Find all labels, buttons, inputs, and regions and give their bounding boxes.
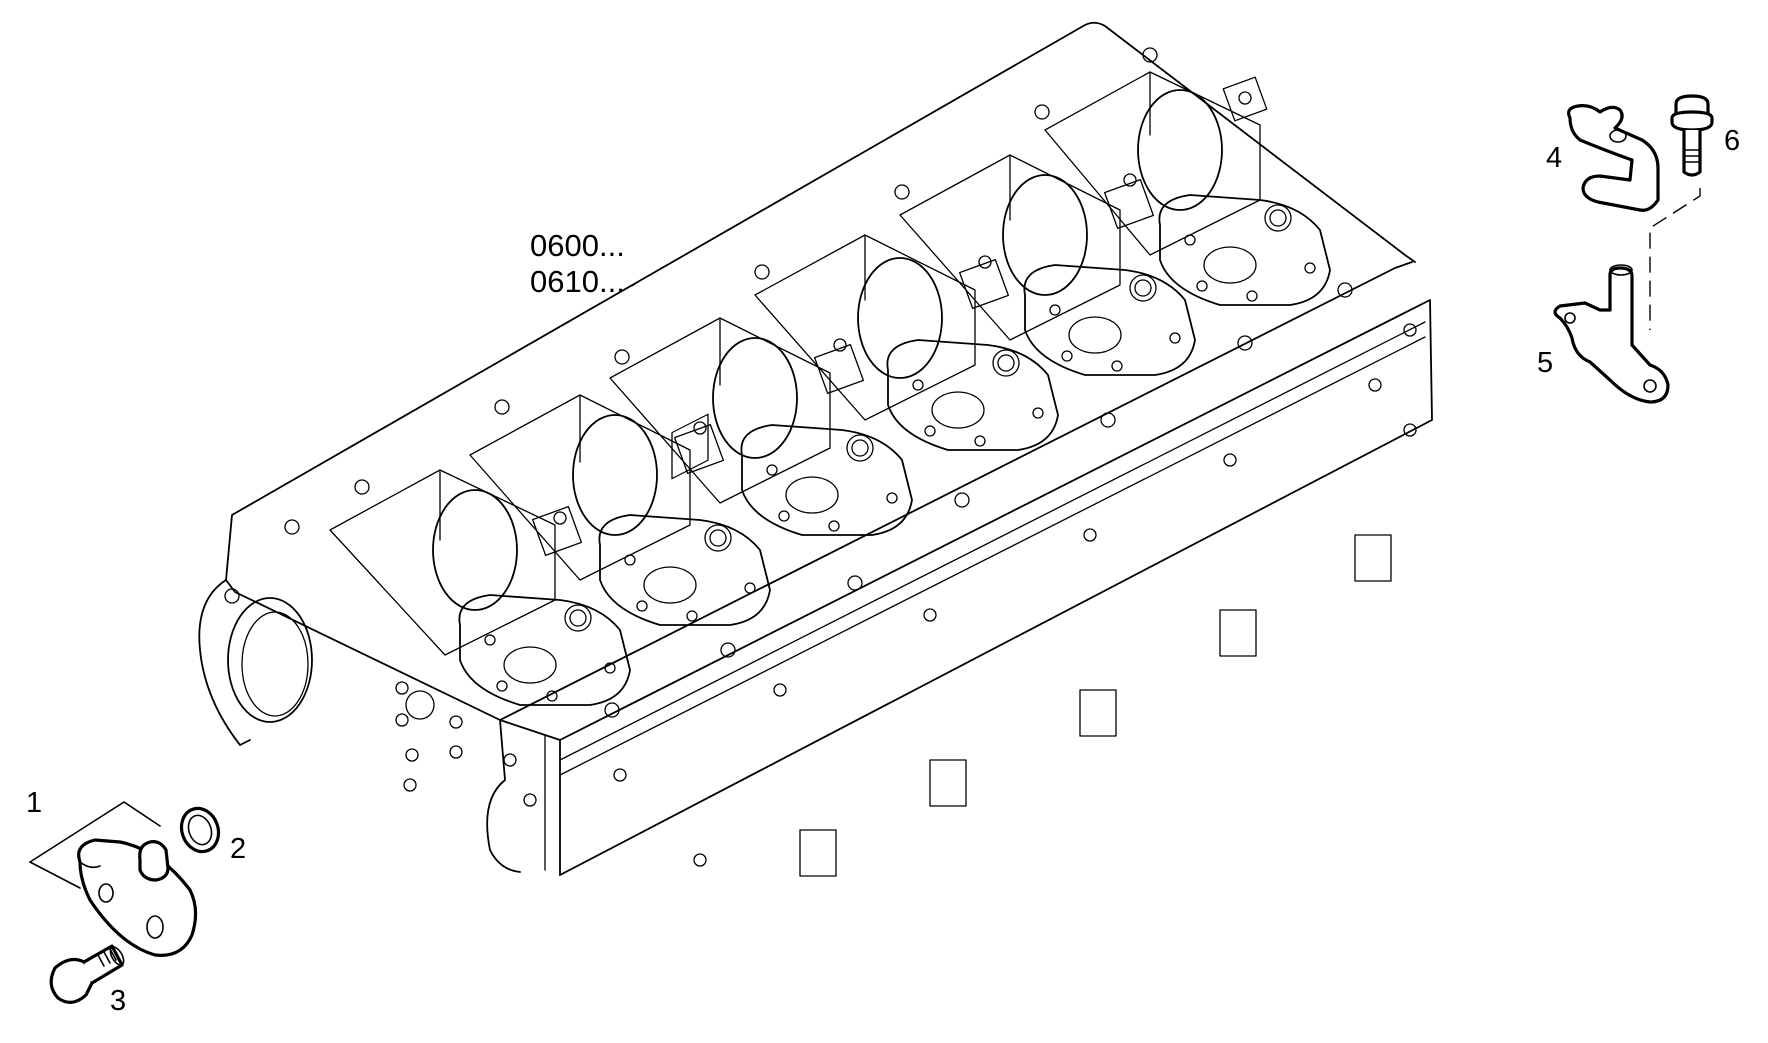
cylinder-head-drawing bbox=[198, 21, 1433, 877]
callout-3: 3 bbox=[110, 985, 126, 1017]
injector-flanges bbox=[458, 194, 1331, 706]
part-1-leader bbox=[29, 801, 161, 863]
part-1-leader-lower bbox=[29, 861, 81, 889]
front-ports bbox=[613, 323, 1417, 877]
part-4-bracket bbox=[1567, 104, 1660, 212]
callout-4: 4 bbox=[1546, 142, 1562, 174]
back-edge-holes bbox=[224, 47, 1158, 604]
part-3-bolt bbox=[49, 944, 125, 1004]
reference-code-0610: 0610... bbox=[530, 264, 625, 299]
callout-6: 6 bbox=[1724, 125, 1740, 157]
callout-1: 1 bbox=[26, 787, 42, 819]
part-1-plate bbox=[77, 838, 198, 957]
reference-code-0600: 0600... bbox=[530, 228, 625, 263]
callout-2: 2 bbox=[230, 833, 246, 865]
callout-5: 5 bbox=[1537, 347, 1553, 379]
left-face-details bbox=[395, 681, 537, 807]
front-rail bbox=[559, 282, 1426, 776]
part-2-o-ring bbox=[179, 806, 221, 854]
cam-towers bbox=[329, 71, 1268, 656]
part-6-flange-bolt bbox=[1670, 94, 1714, 177]
assembly-dash-line bbox=[1649, 188, 1701, 330]
reference-leader bbox=[631, 281, 639, 287]
part-5-adapter bbox=[1553, 264, 1670, 404]
